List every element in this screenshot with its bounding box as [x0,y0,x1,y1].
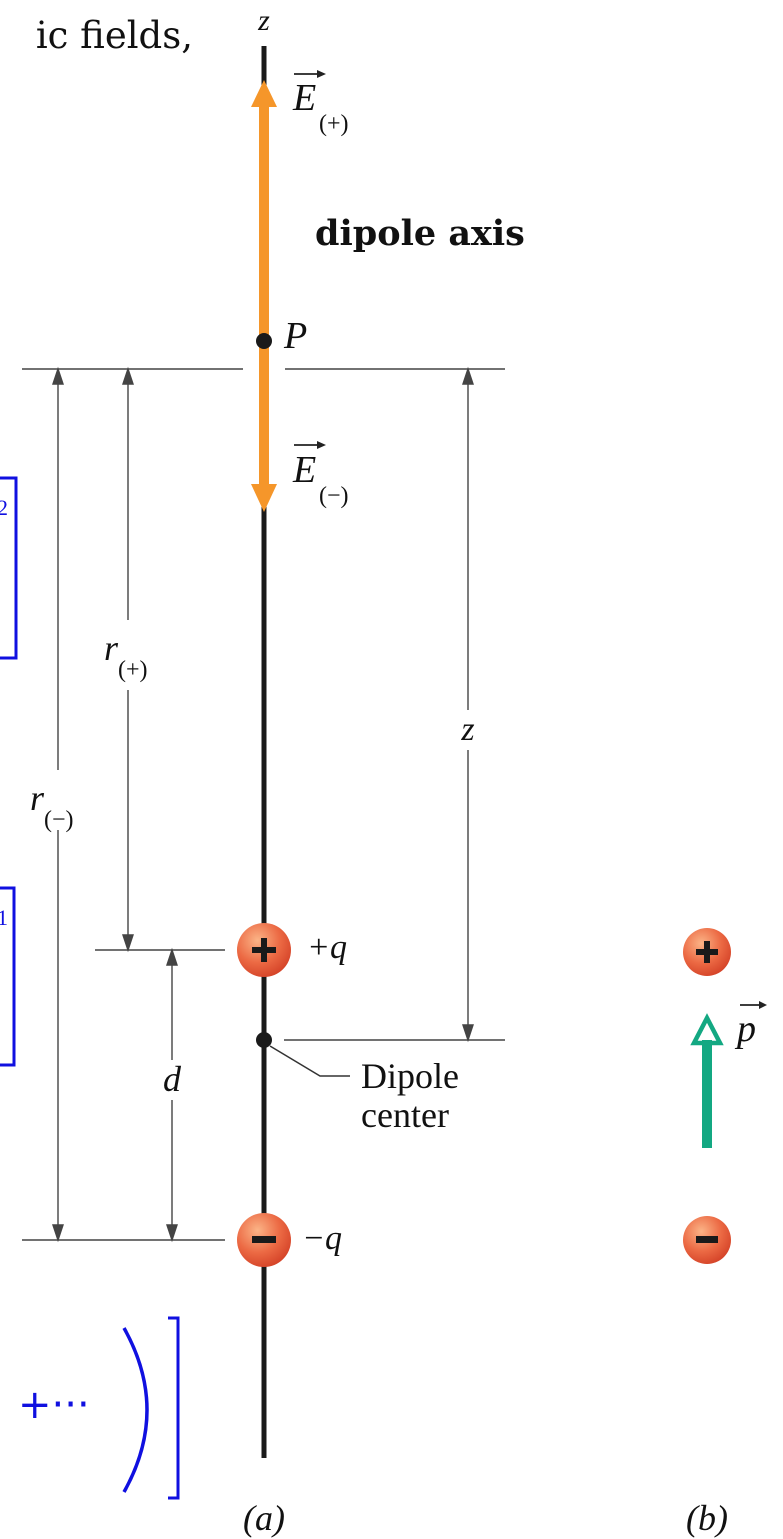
z-axis-label: z [257,4,270,37]
annotation-bracket-lower [168,1316,180,1500]
dipole-center-line1: Dipole [361,1056,459,1096]
r-minus-dimension [52,366,64,1243]
r-plus-letter: r [104,628,119,668]
annotation-series-text: +··· [18,1382,90,1428]
annotation-bracket-middle [0,886,16,1067]
dipole-moment-arrow [690,1013,724,1148]
point-p-dot [256,333,272,349]
d-label: d [163,1059,182,1099]
dipole-axis-label: dipole axis [315,213,525,254]
r-plus-label: r (+) [104,628,148,683]
dipole-center-leader [269,1045,350,1077]
plus-charge [237,923,291,977]
minus-q-label: −q [302,1220,342,1257]
p-vector-label: p [734,1001,767,1050]
dipole-center-dot [256,1032,272,1048]
r-minus-letter: r [30,778,45,818]
e-minus-subscript: (−) [319,483,349,509]
z-dimension [462,366,474,1043]
dipole-center-line2: center [361,1095,449,1135]
top-text: ic fields, [36,14,193,57]
e-minus-label: E (−) [292,441,349,509]
r-minus-label: r (−) [30,778,74,833]
panel-a-label: (a) [243,1498,285,1538]
d-dimension [166,947,178,1243]
panel-b-label: (b) [686,1498,728,1538]
annotation-exponent-2: 2 [0,495,8,520]
e-plus-letter: E [292,77,316,119]
r-minus-subscript: (−) [44,807,74,833]
minus-charge [237,1213,291,1267]
r-plus-dimension [122,366,134,953]
z-dimension-label: z [460,711,474,748]
annotation-exponent-1: 1 [0,905,8,930]
panel-b-minus-charge [683,1216,731,1264]
annotation-paren [122,1327,149,1493]
e-plus-arrow [251,80,277,340]
r-plus-subscript: (+) [118,657,148,683]
e-minus-letter: E [292,449,316,491]
e-plus-label: E (+) [292,70,349,137]
p-letter: p [734,1008,756,1050]
e-plus-subscript: (+) [319,111,349,137]
point-p-label: P [283,315,307,357]
annotation-bracket-upper [0,476,18,660]
plus-q-label: +q [307,929,347,966]
e-minus-arrow [251,343,277,512]
panel-b-plus-charge [683,928,731,976]
